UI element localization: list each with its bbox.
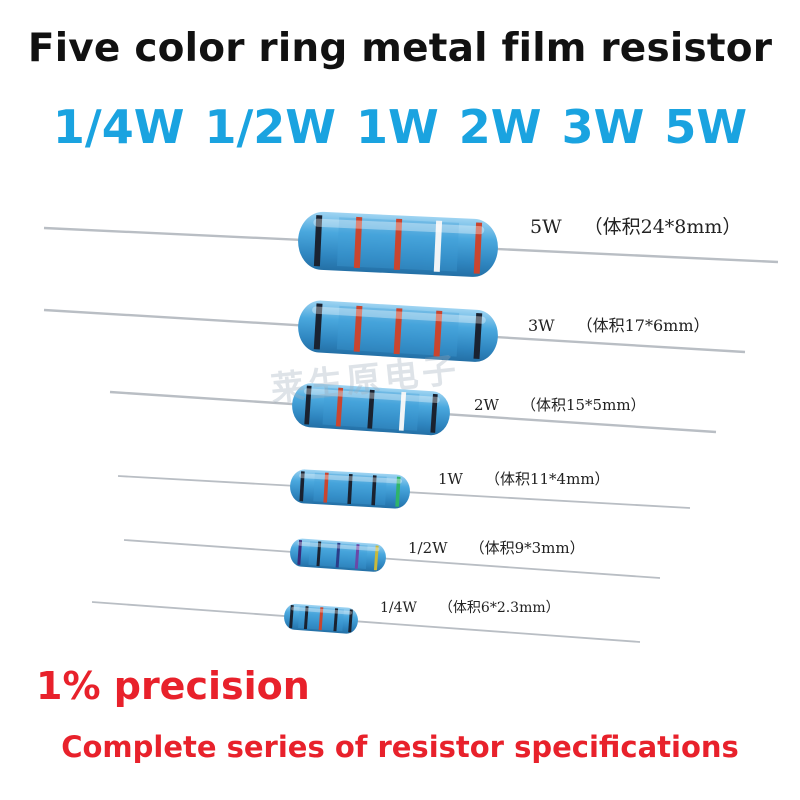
resistor-label: 5W （体积24*8mm） xyxy=(530,212,741,239)
resistor-3 xyxy=(109,383,717,436)
color-band xyxy=(393,218,403,271)
color-band xyxy=(433,310,443,357)
resistor-label: 3W （体积17*6mm） xyxy=(528,312,710,336)
power-rating: 1/2W xyxy=(408,539,448,557)
color-band xyxy=(354,544,360,569)
color-band xyxy=(473,222,483,274)
resistor-6 xyxy=(91,601,641,643)
resistor-2 xyxy=(43,300,746,362)
size-spec: （体积11*4mm） xyxy=(484,470,610,488)
lead-wire xyxy=(123,539,661,579)
color-band xyxy=(473,312,483,360)
lead-wire xyxy=(91,601,641,643)
color-band xyxy=(335,542,341,568)
resistor-4 xyxy=(117,469,691,509)
color-band xyxy=(303,606,309,630)
page-title: Five color ring metal film resistor xyxy=(27,26,773,71)
color-band xyxy=(398,391,407,431)
color-band xyxy=(333,608,339,632)
color-band xyxy=(367,389,375,429)
power-rating: 3W xyxy=(528,316,555,335)
size-spec: （体积9*3mm） xyxy=(469,539,585,557)
color-band xyxy=(348,609,353,633)
series-label: Complete series of resistor specificatio… xyxy=(61,730,739,764)
color-band xyxy=(353,305,363,352)
size-spec: （体积24*8mm） xyxy=(583,216,742,238)
color-band xyxy=(318,607,324,631)
resistor-5 xyxy=(123,538,661,579)
resistor-label: 1/4W （体积6*2.3mm） xyxy=(380,597,560,617)
color-band xyxy=(373,545,379,571)
color-band xyxy=(430,393,438,433)
power-ratings: 1/4W 1/2W 1W 2W 3W 5W xyxy=(52,100,748,154)
color-band xyxy=(313,215,323,267)
size-spec: （体积17*6mm） xyxy=(576,316,710,335)
color-band xyxy=(289,605,294,629)
color-band xyxy=(347,473,353,505)
color-band xyxy=(297,540,303,565)
size-spec: （体积6*2.3mm） xyxy=(438,600,560,616)
color-band xyxy=(304,385,312,425)
power-rating: 5W xyxy=(530,216,562,238)
resistor-label: 1W （体积11*4mm） xyxy=(438,468,610,489)
color-band xyxy=(371,475,377,506)
color-band xyxy=(313,303,323,350)
color-band xyxy=(353,216,363,269)
color-band xyxy=(335,387,344,427)
power-rating: 2W xyxy=(474,396,499,414)
color-band xyxy=(395,476,401,507)
color-band xyxy=(393,308,403,355)
color-band xyxy=(433,220,443,272)
power-rating: 1/4W xyxy=(380,600,417,616)
color-band xyxy=(316,541,322,567)
precision-label: 1% precision xyxy=(36,664,310,708)
color-band xyxy=(299,471,305,502)
power-rating: 1W xyxy=(438,470,463,488)
color-band xyxy=(323,472,329,503)
resistor-label: 1/2W （体积9*3mm） xyxy=(408,537,585,558)
resistor-label: 2W （体积15*5mm） xyxy=(474,394,646,415)
size-spec: （体积15*5mm） xyxy=(520,396,646,414)
resistor-1 xyxy=(43,211,779,277)
